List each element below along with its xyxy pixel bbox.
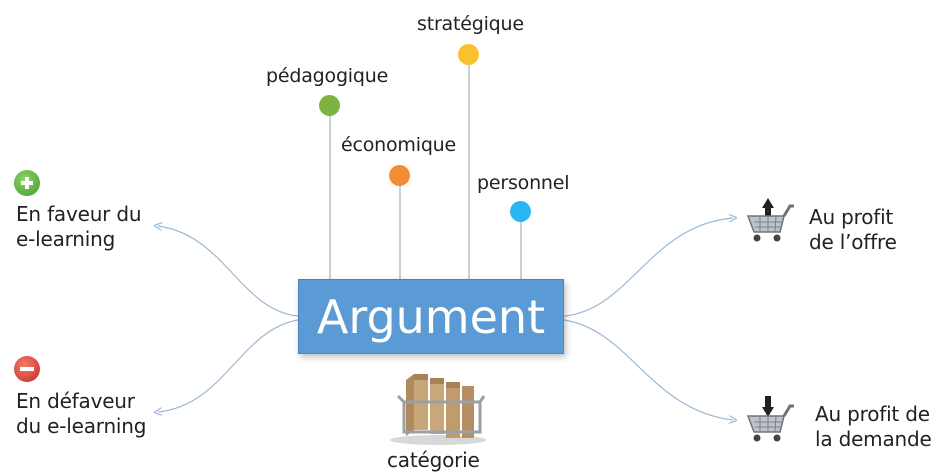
category-label-pedagogique: pédagogique bbox=[266, 65, 389, 87]
arrow-against bbox=[158, 319, 299, 412]
stem-strategique bbox=[468, 64, 470, 280]
demand-line2: la demande bbox=[815, 427, 932, 451]
arrow-offer bbox=[563, 218, 733, 317]
cart-up-icon bbox=[744, 194, 796, 250]
offer-line2: de l’offre bbox=[809, 230, 897, 254]
argument-label: Argument bbox=[316, 289, 546, 344]
minus-icon bbox=[14, 356, 40, 382]
argument-box: Argument bbox=[298, 279, 564, 354]
category-dot-strategique bbox=[458, 44, 479, 65]
favor-label: En faveur du e-learning bbox=[16, 202, 142, 252]
category-dot-pedagogique bbox=[319, 95, 340, 116]
bottom-category-label: catégorie bbox=[387, 448, 480, 472]
plus-icon bbox=[14, 170, 40, 196]
favor-line1: En faveur du bbox=[16, 202, 142, 226]
stem-pedagogique bbox=[329, 115, 331, 280]
category-label-strategique: stratégique bbox=[417, 13, 524, 35]
stem-economique bbox=[399, 185, 401, 280]
demand-label: Au profit de la demande bbox=[815, 402, 932, 452]
against-line1: En défaveur bbox=[16, 389, 135, 413]
category-dot-economique bbox=[389, 165, 410, 186]
filing-box-icon bbox=[384, 366, 492, 450]
cart-down-icon bbox=[744, 394, 796, 450]
favor-line2: e-learning bbox=[16, 227, 116, 251]
demand-line1: Au profit de bbox=[815, 402, 930, 426]
category-label-personnel: personnel bbox=[477, 172, 570, 194]
category-label-economique: économique bbox=[341, 134, 457, 156]
offer-line1: Au profit bbox=[809, 205, 894, 229]
category-dot-personnel bbox=[510, 201, 531, 222]
arrow-favor bbox=[158, 226, 299, 317]
against-line2: du e-learning bbox=[16, 414, 147, 438]
offer-label: Au profit de l’offre bbox=[809, 205, 897, 255]
arrow-demand bbox=[563, 319, 733, 420]
stem-personnel bbox=[520, 221, 522, 280]
against-label: En défaveur du e-learning bbox=[16, 389, 146, 439]
